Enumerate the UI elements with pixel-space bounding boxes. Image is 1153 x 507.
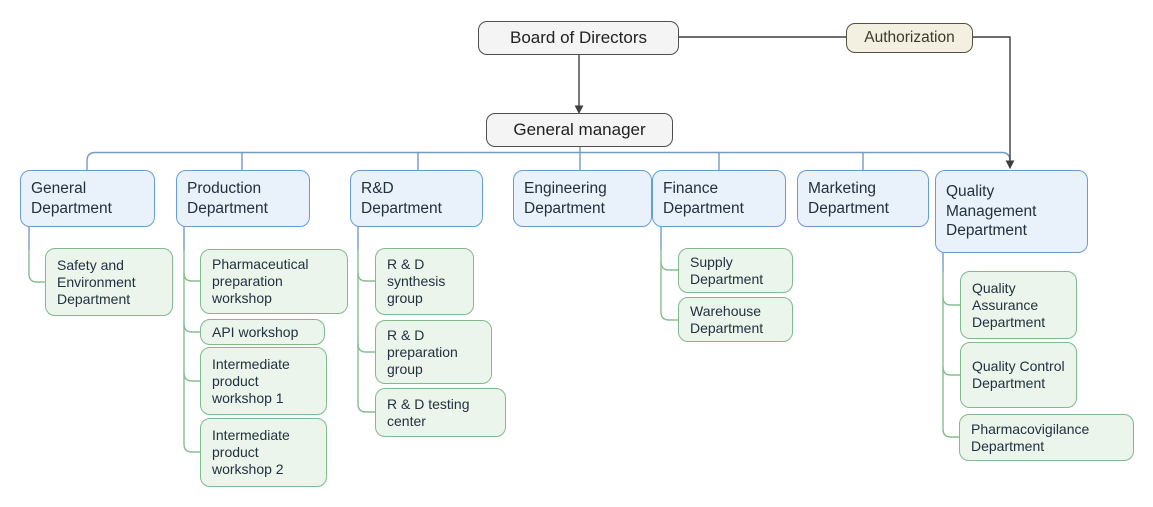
node-quality-assurance-department: Quality Assurance Department — [960, 271, 1077, 339]
node-supply-department: Supply Department — [678, 248, 793, 293]
node-general-manager: General manager — [486, 113, 673, 147]
node-pharmaceutical-preparation-workshop: Pharmaceutical preparation workshop — [200, 249, 348, 314]
node-quality-control-department: Quality Control Department — [960, 342, 1077, 408]
node-board-of-directors: Board of Directors — [478, 21, 679, 55]
node-rd-preparation-group: R & D preparation group — [375, 320, 492, 384]
node-safety-environment-department: Safety and Environment Department — [45, 248, 173, 316]
department-to-sub-connectors — [28, 249, 961, 453]
node-engineering-department: Engineering Department — [513, 170, 652, 227]
node-production-department: Production Department — [176, 170, 310, 227]
node-authorization: Authorization — [846, 23, 973, 53]
node-finance-department: Finance Department — [652, 170, 786, 227]
node-general-department: General Department — [20, 170, 155, 227]
node-marketing-department: Marketing Department — [797, 170, 929, 227]
node-rd-synthesis-group: R & D synthesis group — [375, 248, 474, 315]
node-warehouse-department: Warehouse Department — [678, 297, 793, 342]
node-rd-department: R&D Department — [350, 170, 483, 227]
node-intermediate-product-workshop-2: Intermediate product workshop 2 — [200, 418, 327, 487]
node-quality-management-department: Quality Management Department — [935, 170, 1088, 253]
node-intermediate-product-workshop-1: Intermediate product workshop 1 — [200, 347, 327, 415]
node-api-workshop: API workshop — [200, 319, 325, 345]
node-pharmacovigilance-department: Pharmacovigilance Department — [959, 414, 1134, 461]
node-rd-testing-center: R & D testing center — [375, 388, 506, 437]
board-authorization-connectors — [574, 36, 1015, 169]
